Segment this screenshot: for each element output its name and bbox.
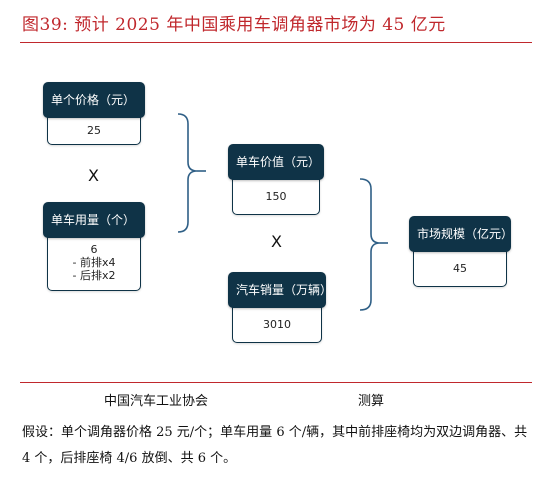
node-units-per-car-value-box: 6 - 前排x4 - 后排x2 bbox=[47, 234, 141, 291]
node-units-per-car-label: 单车用量（个） bbox=[43, 202, 145, 238]
title-divider bbox=[20, 42, 532, 43]
node-unit-price-label: 单个价格（元） bbox=[43, 82, 145, 118]
node-car-sales: 汽车销量（万辆） 3010 bbox=[228, 272, 332, 343]
node-car-sales-value-box: 3010 bbox=[232, 304, 322, 343]
node-market-size: 市场规模（亿元） 45 bbox=[409, 216, 513, 287]
node-value-per-car-value: 150 bbox=[265, 190, 287, 203]
node-market-size-value-box: 45 bbox=[413, 248, 507, 287]
node-units-per-car: 单车用量（个） 6 - 前排x4 - 后排x2 bbox=[43, 202, 145, 291]
footnote: 假设：单个调角器价格 25 元/个；单车用量 6 个/辆，其中前排座椅均为双边调… bbox=[22, 425, 528, 466]
node-unit-price: 单个价格（元） 25 bbox=[43, 82, 145, 145]
node-units-per-car-front: - 前排x4 bbox=[72, 256, 116, 269]
node-value-per-car-label: 单车价值（元） bbox=[228, 144, 324, 180]
multiply-sign-right: X bbox=[271, 232, 282, 251]
source-right: 测算 bbox=[358, 394, 385, 409]
node-unit-price-value: 25 bbox=[87, 124, 101, 137]
node-car-sales-value: 3010 bbox=[263, 318, 291, 331]
source-left: 中国汽车工业协会 bbox=[104, 394, 209, 409]
node-unit-price-value-box: 25 bbox=[47, 114, 141, 145]
node-car-sales-label: 汽车销量（万辆） bbox=[228, 272, 332, 308]
footer-divider bbox=[20, 382, 532, 383]
node-value-per-car-value-box: 150 bbox=[232, 176, 320, 215]
node-market-size-label: 市场规模（亿元） bbox=[409, 216, 513, 252]
node-market-size-value: 45 bbox=[453, 262, 467, 275]
right-curly-bracket bbox=[359, 178, 381, 311]
left-curly-bracket bbox=[177, 113, 198, 233]
figure-title: 图39: 预计 2025 年中国乘用车调角器市场为 45 亿元 bbox=[22, 15, 446, 35]
multiply-sign-left: X bbox=[88, 166, 99, 185]
node-value-per-car: 单车价值（元） 150 bbox=[228, 144, 324, 215]
node-units-per-car-rear: - 后排x2 bbox=[72, 269, 116, 282]
node-units-per-car-total: 6 bbox=[90, 243, 98, 256]
